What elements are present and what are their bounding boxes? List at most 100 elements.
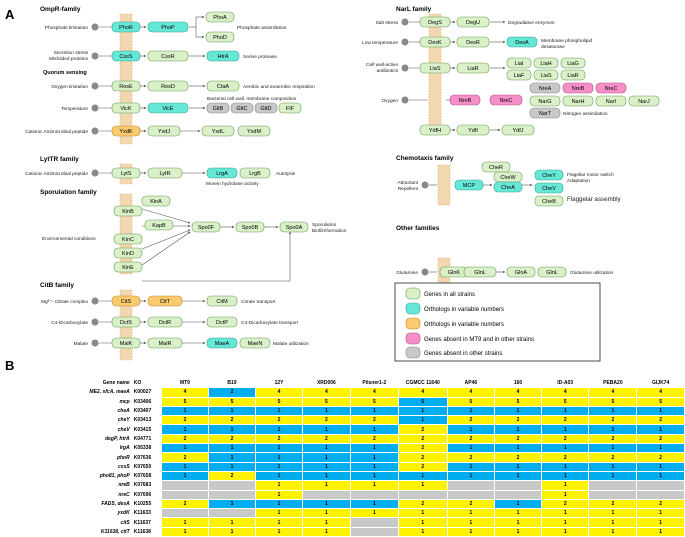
table-header-cell: MT9 <box>161 379 210 389</box>
ko-cell: K03413 <box>132 415 162 426</box>
signal-env: Environmental conditions <box>42 236 96 242</box>
gene-box-degs <box>419 16 451 28</box>
gene-box-kinc <box>113 233 143 245</box>
gene-box-spo0a <box>279 221 309 233</box>
count-cell: 1 <box>398 517 448 528</box>
signal-salt: Salt stress <box>376 20 399 26</box>
legend-label-all: Genes in all strains <box>424 292 475 298</box>
count-cell: 1 <box>541 443 590 454</box>
count-cell <box>208 508 257 519</box>
count-cell: 1 <box>494 443 542 454</box>
table-header-cell: CGMCC 11640 <box>398 379 448 389</box>
count-cell: 1 <box>255 480 304 491</box>
signal-dot <box>401 18 409 26</box>
gene-box-lias <box>419 62 451 74</box>
count-cell: 2 <box>255 415 304 426</box>
gene-box-phod <box>205 31 235 43</box>
count-cell: 1 <box>302 527 351 537</box>
gene-gltc: GltC <box>237 106 248 112</box>
gene-desa: DesA <box>515 40 529 46</box>
count-cell: 2 <box>636 415 685 426</box>
signal-cationic-2: Cationic Antimicrobial peptide <box>25 171 88 177</box>
ko-cell: K11633 <box>132 508 162 519</box>
legend-swatch-cyan <box>405 302 421 315</box>
legend-label-cyan: Orthologs in variable numbers <box>424 307 504 313</box>
gene-yxdm: YxdM <box>247 129 261 135</box>
gene-box-htra <box>206 50 240 62</box>
signal-dot <box>401 38 409 46</box>
count-cell: 1 <box>447 471 496 482</box>
output-bacterial: Bacterial cell wall, membrane compositio… <box>207 96 297 102</box>
gene-gltd: GltD <box>261 106 272 112</box>
output-sporulation: Sporulation <box>312 222 337 228</box>
gene-lrgb: LrgB <box>249 171 261 177</box>
gene-box-spo0b <box>235 221 265 233</box>
family-title-lyttr: LytTR family <box>40 156 79 163</box>
count-cell: 5 <box>302 397 351 407</box>
count-cell <box>161 508 210 519</box>
count-cell: 2 <box>447 452 496 463</box>
gene-dctr: DctR <box>159 320 171 326</box>
gene-kapb: KapB <box>152 223 166 229</box>
gene-box-spo0f <box>191 221 221 233</box>
legend-swatch-pink <box>405 332 421 345</box>
count-cell: 2 <box>161 452 210 463</box>
output-flagassembly: Flaggelar assembly <box>567 196 622 203</box>
ko-cell: K07636 <box>132 452 162 463</box>
count-cell: 1 <box>636 443 685 454</box>
gene-box-mcp <box>454 179 484 191</box>
count-cell: 1 <box>302 424 351 435</box>
gene-box-chey <box>534 169 564 181</box>
gene-box-maen <box>239 337 271 349</box>
count-cell: 1 <box>588 424 638 435</box>
count-cell: 2 <box>398 424 448 435</box>
gene-box-kine <box>113 261 143 273</box>
gene-box-nari <box>595 95 627 107</box>
count-cell: 2 <box>161 434 210 445</box>
ko-cell: K07658 <box>132 471 162 482</box>
count-cell: 1 <box>161 443 210 454</box>
gene-box-ydfi <box>456 124 490 136</box>
gene-spo0a: Spo0A <box>286 225 303 231</box>
count-cell: 1 <box>541 471 590 482</box>
gene-name-cell: phoR <box>86 452 133 463</box>
family-title-sporulation: Sporulation family <box>40 189 97 196</box>
gene-box-vick <box>111 102 141 114</box>
count-cell: 1 <box>541 480 590 491</box>
count-cell: 2 <box>161 415 210 426</box>
count-cell: 1 <box>161 517 210 528</box>
legend: Genes in all strains Orthologs in variab… <box>394 282 601 362</box>
count-cell: 2 <box>494 452 542 463</box>
count-cell: 1 <box>302 443 351 454</box>
count-cell: 4 <box>588 387 638 398</box>
count-cell: 1 <box>350 406 399 417</box>
count-cell: 2 <box>588 499 638 510</box>
count-cell <box>208 490 257 500</box>
count-cell: 1 <box>350 452 399 463</box>
legend-label-orange: Orthologs in variable numbers <box>424 322 504 328</box>
gene-box-liaf <box>506 69 532 81</box>
output-malate: Malate utilization <box>273 341 309 347</box>
gene-name-cell: nreB <box>86 480 133 491</box>
gene-box-liag <box>560 57 586 69</box>
gene-narh: NarH <box>572 99 585 105</box>
gene-box-ctaa <box>206 80 240 92</box>
gene-phoa: PhoA <box>213 15 227 21</box>
count-cell: 4 <box>302 387 351 398</box>
gene-ydfi: YdfI <box>468 128 478 134</box>
gene-box-desa <box>506 36 538 48</box>
count-cell: 2 <box>588 434 638 445</box>
gene-box-chev <box>534 182 564 194</box>
gene-box-cssr <box>147 50 189 62</box>
gene-box-csss <box>111 50 141 62</box>
gene-box-desr <box>456 36 490 48</box>
count-cell: 1 <box>208 527 257 537</box>
gene-name-cell: ME2, sfcA, maeA <box>86 387 133 398</box>
count-cell: 1 <box>541 424 590 435</box>
gene-liah: LiaH <box>540 61 551 67</box>
